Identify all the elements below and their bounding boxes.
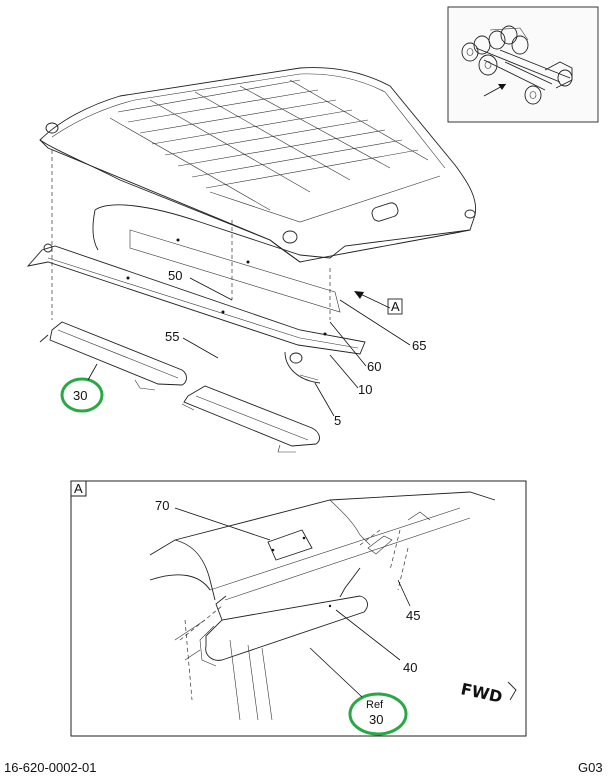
ref-prefix: Ref (366, 699, 384, 711)
callout-5: 5 (334, 413, 341, 428)
sun-visor-right (181, 385, 320, 453)
locator-inset (447, 6, 599, 123)
detail-a-letter: A (74, 481, 83, 496)
sun-visor-detail (205, 595, 368, 661)
callout-30: 30 (73, 388, 87, 403)
alignment-lines (51, 150, 331, 320)
callout-50: 50 (168, 268, 182, 283)
callouts-main: 50 55 30 65 60 10 5 A (60, 268, 426, 428)
callout-55: 55 (165, 329, 179, 344)
callout-45: 45 (406, 608, 420, 623)
highlight-ring-30 (60, 377, 104, 413)
sheet-code: G03 (578, 760, 603, 775)
drawing-number: 16-620-0002-01 (4, 760, 97, 775)
highlight-ring-ref-30 (348, 692, 408, 736)
callout-10: 10 (358, 382, 372, 397)
cab-roof (39, 67, 477, 263)
visor-bracket-45 (367, 535, 393, 555)
callout-40: 40 (403, 660, 417, 675)
arrow-icon (483, 83, 507, 97)
truck-chassis-icon (461, 25, 573, 105)
detail-a-panel: A 70 45 40 Ref 30 (70, 480, 527, 737)
header-rail (26, 229, 366, 384)
callout-70: 70 (155, 498, 169, 513)
sun-visor-left (39, 321, 187, 391)
fwd-arrow-icon (507, 681, 517, 701)
view-a-box (387, 298, 403, 315)
ref-number-30: 30 (369, 712, 383, 727)
callout-65: 65 (412, 338, 426, 353)
view-a-letter: A (391, 299, 400, 314)
dome-lamp-70 (267, 529, 313, 561)
callout-60: 60 (367, 359, 381, 374)
